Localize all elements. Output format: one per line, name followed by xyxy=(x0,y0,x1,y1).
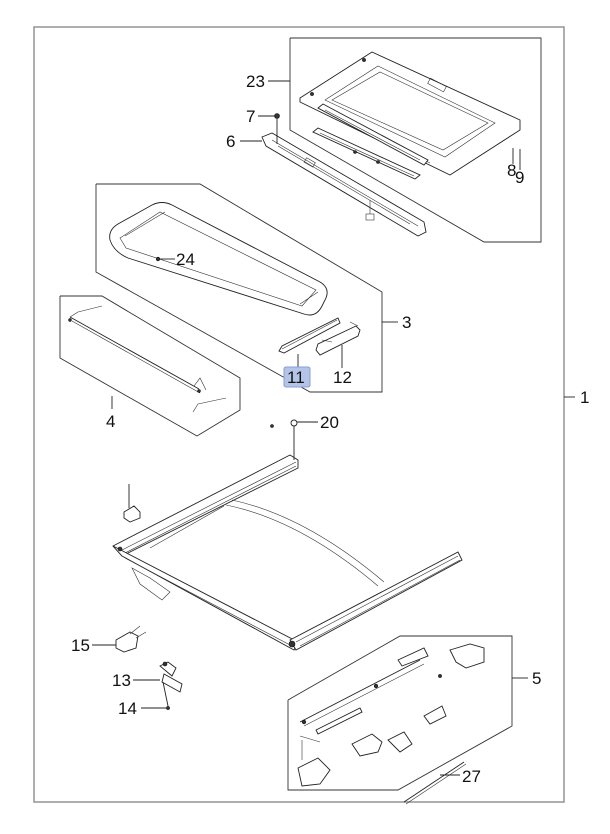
part-front-rail xyxy=(261,132,427,237)
part-guide-12 xyxy=(315,321,361,356)
callout-11[interactable]: 11 xyxy=(287,368,305,387)
callout-11-highlight xyxy=(283,366,311,388)
callout-5[interactable]: 5 xyxy=(532,669,541,688)
callout-7[interactable]: 7 xyxy=(246,107,255,126)
callout-23[interactable]: 23 xyxy=(246,72,265,91)
part-bracket xyxy=(123,484,141,523)
callout-3[interactable]: 3 xyxy=(402,313,411,332)
part-screw-7 xyxy=(274,113,280,119)
callout-6[interactable]: 6 xyxy=(226,132,235,151)
callout-4[interactable]: 4 xyxy=(106,412,115,431)
callout-27[interactable]: 27 xyxy=(462,767,481,786)
callout-14[interactable]: 14 xyxy=(118,699,137,718)
part-glass-seal-24 xyxy=(155,256,161,262)
diagram-frame xyxy=(33,26,565,803)
callout-20[interactable]: 20 xyxy=(320,413,339,432)
part-guide-11 xyxy=(278,317,341,354)
callout-15[interactable]: 15 xyxy=(71,636,90,655)
part-motor-13 xyxy=(159,661,183,693)
part-deflector xyxy=(68,305,227,413)
part-screw-14 xyxy=(166,706,170,710)
group-outline-4 xyxy=(59,295,241,437)
part-switch-15 xyxy=(115,625,147,653)
part-shade-rail xyxy=(317,103,429,166)
part-sunshade-panel xyxy=(299,51,521,176)
group-outline-3 xyxy=(95,183,383,393)
callout-12[interactable]: 12 xyxy=(333,368,352,387)
part-cable-27 xyxy=(403,761,467,805)
part-sunroof-frame xyxy=(112,454,463,651)
part-glass-panel xyxy=(109,202,328,316)
callout-9[interactable]: 9 xyxy=(515,168,524,187)
callout-8[interactable]: 8 xyxy=(507,161,516,180)
group-outline-23 xyxy=(289,37,542,243)
part-nut-20 xyxy=(290,419,298,460)
part-clip xyxy=(270,424,274,428)
part-shade-handle xyxy=(312,127,421,180)
callout-1[interactable]: 1 xyxy=(580,388,589,407)
part-mechanism-links xyxy=(297,643,485,787)
callout-24[interactable]: 24 xyxy=(176,250,195,269)
group-outline-5 xyxy=(287,635,513,791)
callout-13[interactable]: 13 xyxy=(112,671,131,690)
